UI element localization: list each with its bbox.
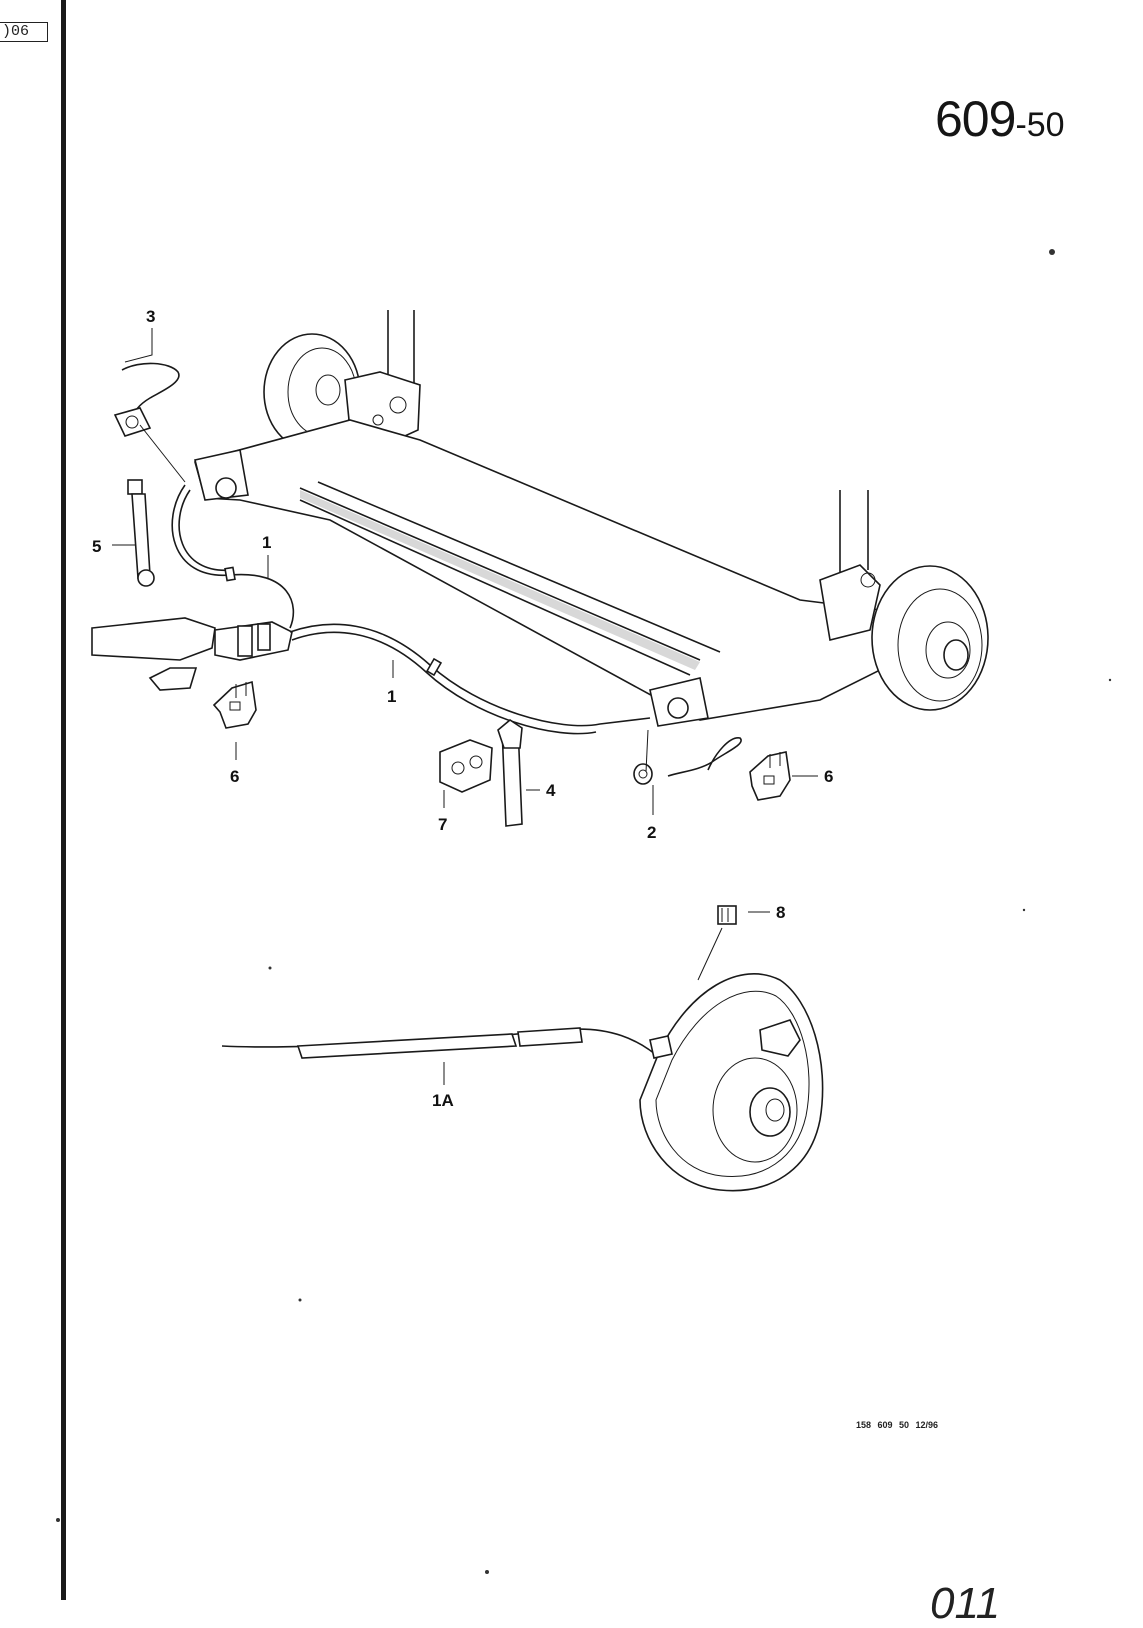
callout-1-lower: 1 (387, 687, 396, 706)
callout-6-right: 6 (824, 767, 833, 786)
part-1a-brake-cable-assembly (221, 1027, 663, 1061)
footer-reference-code: 158 609 50 12/96 (856, 1420, 939, 1430)
brake-cable-right-sheath (291, 631, 597, 735)
callout-8: 8 (776, 903, 785, 922)
scan-specks (56, 249, 1112, 1574)
leader-lines (112, 328, 818, 1085)
page-number-suffix: -50 (1015, 106, 1065, 144)
part-6-cable-clip-right (749, 751, 791, 801)
right-strut (839, 490, 869, 575)
left-arm-bolt (215, 477, 237, 499)
axle-beam-edges (299, 481, 721, 676)
cable-1a-sheath (296, 1033, 518, 1059)
bottom-page-fragment: 011 (930, 1579, 1001, 1628)
part-5-bracket-strap (127, 479, 155, 587)
callout-1a: 1A (432, 1091, 454, 1110)
callout-4: 4 (546, 781, 556, 800)
part-6-cable-clip-left (212, 680, 257, 729)
rear-axle-assembly (194, 310, 989, 727)
corner-tab: )06 (0, 22, 48, 42)
handbrake-lever-linkage (91, 617, 293, 691)
part-4-strap-clip (497, 719, 523, 827)
part-7-cable-holder-block (439, 739, 493, 793)
right-arm-bolt (667, 697, 689, 719)
page-number-main: 609 (935, 91, 1016, 147)
callout-5: 5 (92, 537, 101, 556)
page-number: 609-50 (935, 90, 1065, 148)
callout-2: 2 (647, 823, 656, 842)
part-8-small-clip (717, 905, 737, 925)
part-3-retaining-spring (113, 362, 180, 437)
brake-cable-left-sheath (178, 489, 233, 571)
callout-3: 3 (146, 307, 155, 326)
callout-1-upper: 1 (262, 533, 271, 552)
part-2-retaining-spring (633, 737, 742, 785)
brake-backing-plate (639, 973, 824, 1192)
callout-6-left: 6 (230, 767, 239, 786)
right-brake-drum (871, 565, 989, 711)
lever-pawl (148, 667, 198, 691)
callout-7: 7 (438, 815, 447, 834)
axle-beam (194, 419, 906, 721)
page-margin-rule (61, 0, 66, 1600)
